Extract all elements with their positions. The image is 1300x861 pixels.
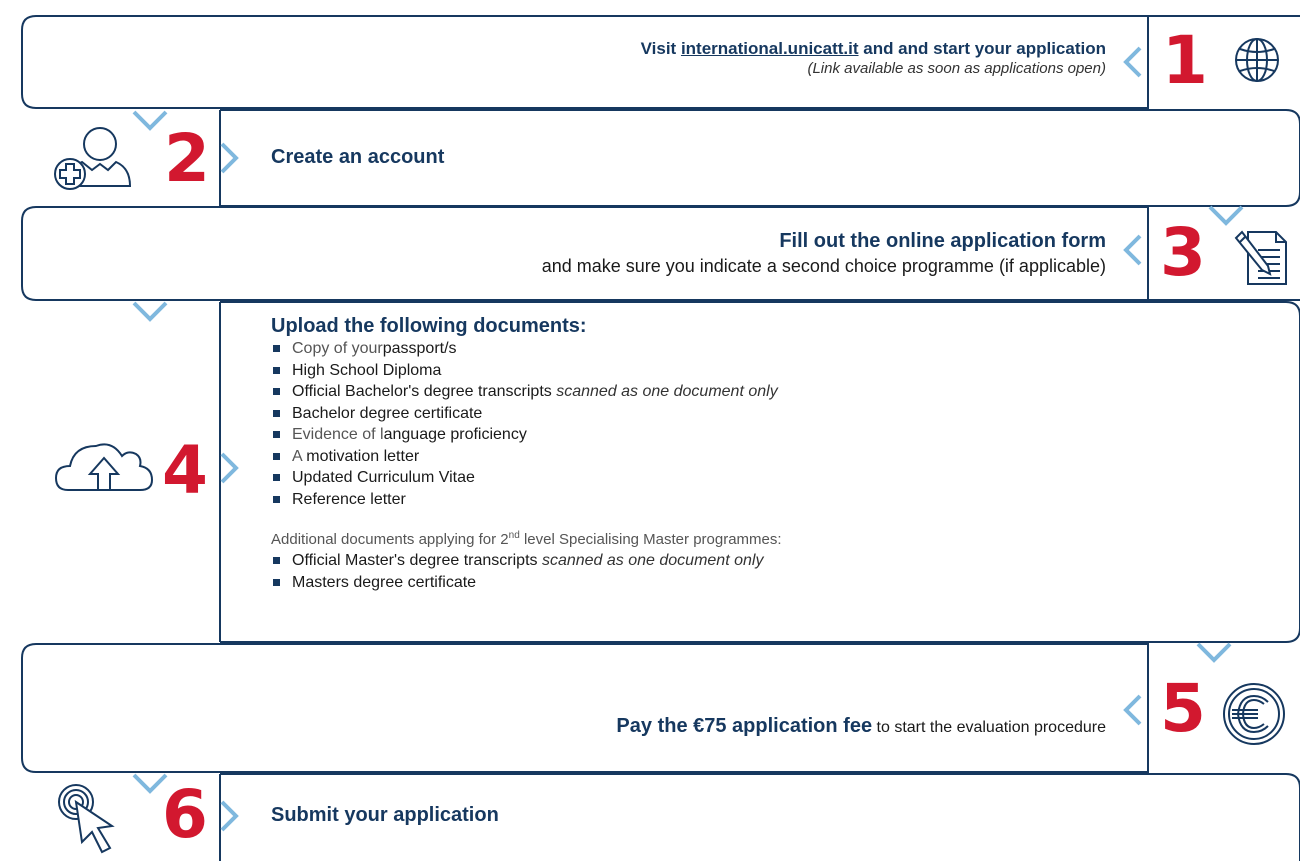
step-number-2: 2 bbox=[164, 120, 210, 197]
list-item: Bachelor degree certificate bbox=[271, 403, 1171, 425]
step-5-text: Pay the €75 application fee to start the… bbox=[300, 697, 1106, 738]
step-4-title: Upload the following documents: bbox=[271, 315, 587, 337]
chevron-3 bbox=[1123, 234, 1142, 266]
list-item: Official Bachelor's degree transcripts s… bbox=[271, 381, 1171, 403]
step-4-box bbox=[220, 301, 1300, 643]
additional-documents-heading: Additional documents applying for 2nd le… bbox=[271, 530, 782, 548]
bullet-icon bbox=[273, 474, 280, 482]
bullet-icon bbox=[273, 495, 280, 503]
click-pointer-icon bbox=[58, 784, 115, 854]
euro-coin-icon bbox=[1223, 683, 1285, 745]
step-2-title: Create an account bbox=[271, 146, 445, 168]
step-5-title: Pay the €75 application fee bbox=[616, 715, 873, 737]
step-3-text: Fill out the online application form and… bbox=[300, 228, 1106, 278]
down-chevron-1 bbox=[132, 110, 168, 131]
step-1-text: Visit international.unicatt.it and and s… bbox=[300, 38, 1106, 78]
chevron-6 bbox=[220, 800, 239, 832]
step-3-subtitle: and make sure you indicate a second choi… bbox=[541, 256, 1106, 276]
step-number-5: 5 bbox=[1160, 670, 1206, 747]
list-item: Masters degree certificate bbox=[271, 572, 1171, 594]
down-chevron-3 bbox=[132, 301, 168, 322]
step-1-box bbox=[21, 15, 1149, 109]
list-item: High School Diploma bbox=[271, 360, 1171, 382]
additional-documents-list: Official Master's degree transcripts sca… bbox=[271, 550, 1171, 593]
step-number-3: 3 bbox=[1160, 214, 1206, 291]
list-item: Official Master's degree transcripts sca… bbox=[271, 550, 1171, 572]
bullet-icon bbox=[273, 366, 280, 374]
step-number-1: 1 bbox=[1162, 22, 1208, 99]
form-edit-icon bbox=[1234, 230, 1287, 285]
step-1-note: (Link available as soon as applications … bbox=[807, 60, 1106, 77]
step-5-box bbox=[21, 643, 1149, 773]
chevron-4 bbox=[220, 452, 239, 484]
down-chevron-4 bbox=[1196, 642, 1232, 663]
list-item: Reference letter bbox=[271, 489, 1171, 511]
chevron-1 bbox=[1123, 46, 1142, 78]
chevron-2 bbox=[220, 142, 239, 174]
step-number-4: 4 bbox=[162, 432, 208, 509]
down-chevron-5 bbox=[132, 773, 168, 794]
bullet-icon bbox=[273, 578, 280, 586]
chevron-5 bbox=[1123, 694, 1142, 726]
documents-list: Copy of your passport/s High School Dipl… bbox=[271, 338, 1171, 510]
bullet-icon bbox=[273, 557, 280, 565]
step-4-text: Upload the following documents: Copy of … bbox=[271, 314, 1171, 593]
cloud-upload-icon bbox=[54, 443, 154, 491]
down-chevron-2 bbox=[1208, 205, 1244, 226]
globe-icon bbox=[1235, 38, 1279, 82]
step-6-title: Submit your application bbox=[271, 804, 499, 826]
unicatt-link[interactable]: international.unicatt.it bbox=[680, 39, 859, 58]
add-user-icon bbox=[54, 127, 132, 190]
step-5-subtitle: to start the evaluation procedure bbox=[872, 719, 1106, 736]
bullet-icon bbox=[273, 388, 280, 396]
bullet-icon bbox=[273, 431, 280, 439]
step-3-box bbox=[21, 206, 1149, 301]
list-item: Copy of your passport/s bbox=[271, 338, 1171, 360]
step-2-box bbox=[220, 109, 1300, 207]
step-1-title: Visit international.unicatt.it and and s… bbox=[640, 39, 1106, 58]
list-item: Updated Curriculum Vitae bbox=[271, 467, 1171, 489]
bullet-icon bbox=[273, 452, 280, 460]
step-3-title: Fill out the online application form bbox=[779, 230, 1106, 252]
bullet-icon bbox=[273, 409, 280, 417]
step-number-6: 6 bbox=[162, 776, 208, 853]
bullet-icon bbox=[273, 345, 280, 353]
list-item: A motivation letter bbox=[271, 446, 1171, 468]
